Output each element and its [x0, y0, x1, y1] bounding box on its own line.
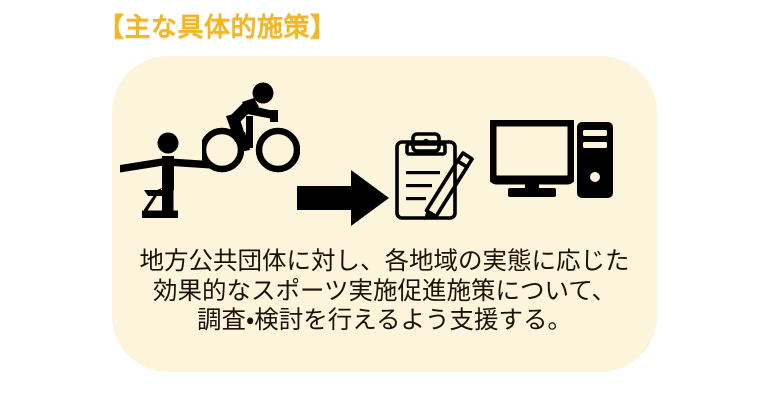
icon-row	[112, 82, 657, 226]
measure-card: 地方公共団体に対し、各地域の実態に応じた 効果的なスポーツ実施促進施策について、…	[112, 56, 657, 372]
page-title: 【主な具体的施策】	[98, 13, 337, 43]
desktop-monitor-icon	[490, 120, 574, 200]
right-arrow-icon	[297, 170, 389, 226]
body-line-2: 効果的なスポーツ実施促進施策について、	[152, 275, 617, 305]
yoga-person-icon	[118, 130, 214, 218]
card-body-text: 地方公共団体に対し、各地域の実態に応じた 効果的なスポーツ実施促進施策について、…	[112, 246, 657, 335]
clipboard-pencil-icon	[393, 130, 475, 222]
body-line-1: 地方公共団体に対し、各地域の実態に応じた	[139, 246, 630, 275]
cyclist-icon	[202, 82, 300, 174]
body-line-3: 調査・検討を行えるよう支援する。	[196, 305, 573, 334]
computer-tower-icon	[574, 120, 616, 200]
